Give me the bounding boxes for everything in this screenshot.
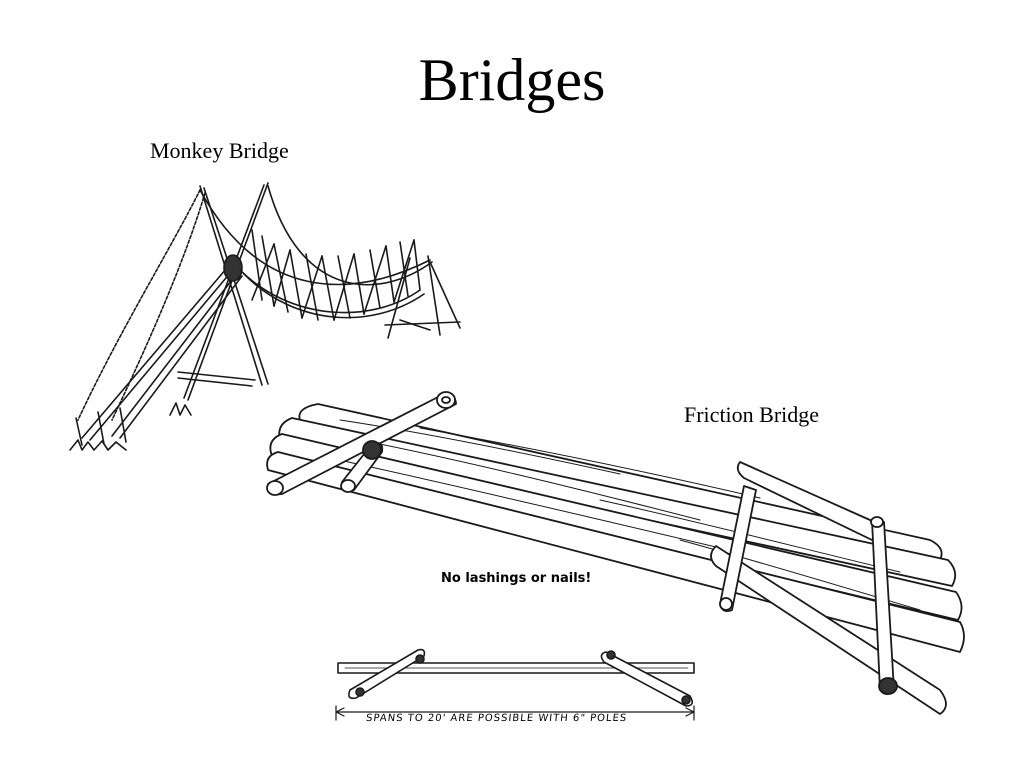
span-diagram — [335, 648, 695, 721]
friction-bridge-label: Friction Bridge — [684, 402, 820, 427]
monkey-bridge-label: Monkey Bridge — [150, 138, 289, 163]
no-lashings-note: No lashings or nails! — [441, 571, 592, 586]
monkey-bridge-sketch — [69, 182, 461, 451]
friction-bridge-sketch — [266, 391, 965, 715]
slide-title: Bridges — [418, 47, 606, 113]
